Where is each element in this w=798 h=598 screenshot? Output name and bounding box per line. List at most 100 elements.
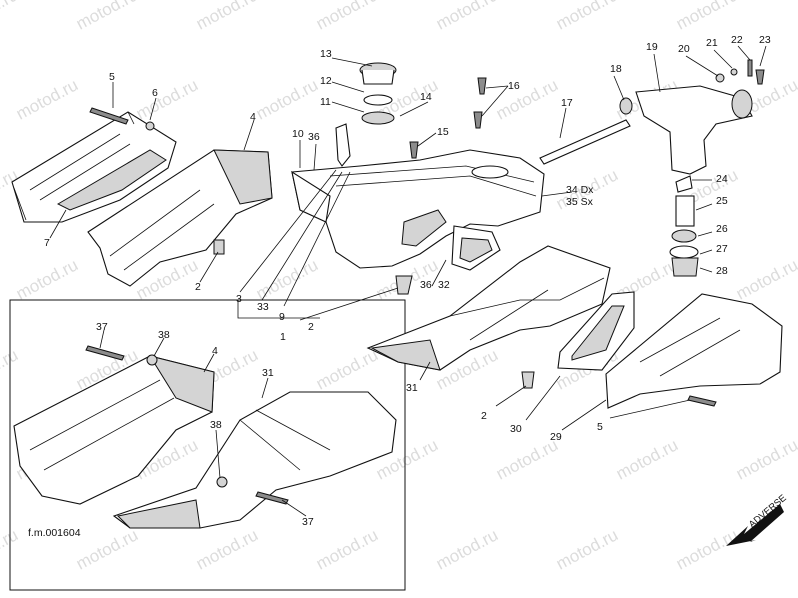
watermark-text: motod.ru: [193, 525, 261, 573]
callout-36-top: 36: [308, 131, 320, 143]
callout-13: 13: [320, 48, 332, 60]
watermark-text: motod.ru: [733, 435, 798, 483]
small-parts-20-23: [715, 59, 765, 85]
inset-screw-part-37-b: [255, 491, 289, 505]
watermark-text: motod.ru: [313, 0, 381, 34]
callout-28: 28: [716, 265, 728, 277]
watermark-text: motod.ru: [253, 75, 321, 123]
callout-20: 20: [678, 43, 690, 55]
watermark-text: motod.ru: [433, 525, 501, 573]
watermark-text: motod.ru: [0, 345, 21, 393]
callout-37-inset-b: 37: [302, 516, 314, 528]
watermark-text: motod.ru: [13, 255, 81, 303]
watermark-text: motod.ru: [553, 0, 621, 34]
seat-base-part-31-top: [366, 245, 611, 371]
air-duct-part-4-top: [87, 149, 273, 287]
air-intake-part-19: [635, 85, 753, 175]
figure-code: f.m.001604: [28, 527, 81, 539]
sleeve-parts-24-28: [669, 175, 699, 277]
bracket-part-30: [557, 291, 635, 371]
callout-6: 6: [152, 87, 158, 99]
watermark-text: motod.ru: [613, 435, 681, 483]
callout-16: 16: [508, 80, 520, 92]
grommet-part-2-b: [395, 275, 413, 295]
callout-23: 23: [759, 34, 771, 46]
watermark-text: motod.ru: [673, 0, 741, 34]
direction-arrow-icon: ADVERSE: [726, 493, 789, 546]
watermark-text: motod.ru: [733, 255, 798, 303]
fuel-line-part-17: [539, 119, 631, 165]
fuel-tank-part-1: [291, 149, 545, 269]
callout-32: 32: [438, 279, 450, 291]
callout-5-right: 5: [597, 421, 603, 433]
screw-part-5-right: [687, 395, 717, 407]
watermark-text: motod.ru: [313, 525, 381, 573]
callout-34: 34 Dx: [566, 184, 594, 196]
callout-31-top: 31: [406, 382, 418, 394]
callout-labels: 5 6 4 7 2 13 12 11 14 10 36 15 16 17 18 …: [28, 34, 771, 539]
callout-26: 26: [716, 223, 728, 235]
watermark-text: motod.ru: [553, 525, 621, 573]
inset-nut-part-38-a: [146, 354, 158, 366]
watermark-text: motod.ru: [0, 0, 21, 34]
watermark-text: motod.ru: [133, 75, 201, 123]
inset-nut-part-38-b: [216, 476, 228, 488]
callout-17: 17: [561, 97, 573, 109]
callout-3: 3: [236, 293, 242, 305]
callout-2-c: 2: [481, 410, 487, 422]
callout-7: 7: [44, 237, 50, 249]
nut-part-6: [145, 121, 155, 131]
side-cover-part-7: [11, 111, 177, 223]
watermark-text: motod.ru: [673, 525, 741, 573]
callout-22: 22: [731, 34, 743, 46]
callout-21: 21: [706, 37, 718, 49]
callout-35: 35 Sx: [566, 196, 594, 208]
callout-30: 30: [510, 423, 522, 435]
callout-31-inset: 31: [262, 367, 274, 379]
callout-4-top: 4: [250, 111, 256, 123]
leader-lines: [49, 45, 767, 517]
callout-4-inset: 4: [212, 345, 218, 357]
bolts-part-16: [473, 77, 487, 129]
inset-seat-part-31: [112, 391, 397, 529]
watermark-text: motod.ru: [493, 75, 561, 123]
watermark-text: motod.ru: [313, 345, 381, 393]
callout-19: 19: [646, 41, 658, 53]
callout-29: 29: [550, 431, 562, 443]
watermark-text: motod.ru: [0, 525, 21, 573]
inset-duct-part-4: [13, 355, 215, 505]
callout-5-top: 5: [109, 71, 115, 83]
watermark-text: motod.ru: [13, 75, 81, 123]
callout-27: 27: [716, 243, 728, 255]
callout-36-mid: 36: [420, 279, 432, 291]
callout-1: 1: [280, 331, 286, 343]
callout-38-inset-b: 38: [210, 419, 222, 431]
tail-cowl-part-29: [605, 293, 783, 409]
callout-14: 14: [420, 91, 432, 103]
watermark-text: motod.ru: [73, 525, 141, 573]
callout-25: 25: [716, 195, 728, 207]
inset-frame: [9, 299, 406, 591]
callout-38-inset-a: 38: [158, 329, 170, 341]
callout-2-b: 2: [308, 321, 314, 333]
callout-24: 24: [716, 173, 728, 185]
clamp-part-18: [619, 97, 633, 115]
grommet-part-2-c: [521, 371, 535, 389]
callout-33: 33: [257, 301, 269, 313]
breather-hook-part-36: [335, 123, 351, 167]
filler-cap-parts-11-13: [359, 62, 397, 125]
bolt-part-15: [409, 141, 419, 159]
grommet-part-2-a: [213, 239, 225, 255]
callout-9: 9: [279, 311, 285, 323]
watermark-text: motod.ru: [73, 0, 141, 34]
screw-part-5-top: [89, 107, 129, 125]
callout-37-inset-a: 37: [96, 321, 108, 333]
callout-10: 10: [292, 128, 304, 140]
watermark-text: motod.ru: [193, 0, 261, 34]
watermark-text: motod.ru: [433, 0, 501, 34]
callout-11: 11: [320, 96, 331, 108]
callout-15: 15: [437, 126, 449, 138]
inset-screw-part-37-a: [85, 345, 125, 361]
callout-12: 12: [320, 75, 332, 87]
callout-18: 18: [610, 63, 622, 75]
